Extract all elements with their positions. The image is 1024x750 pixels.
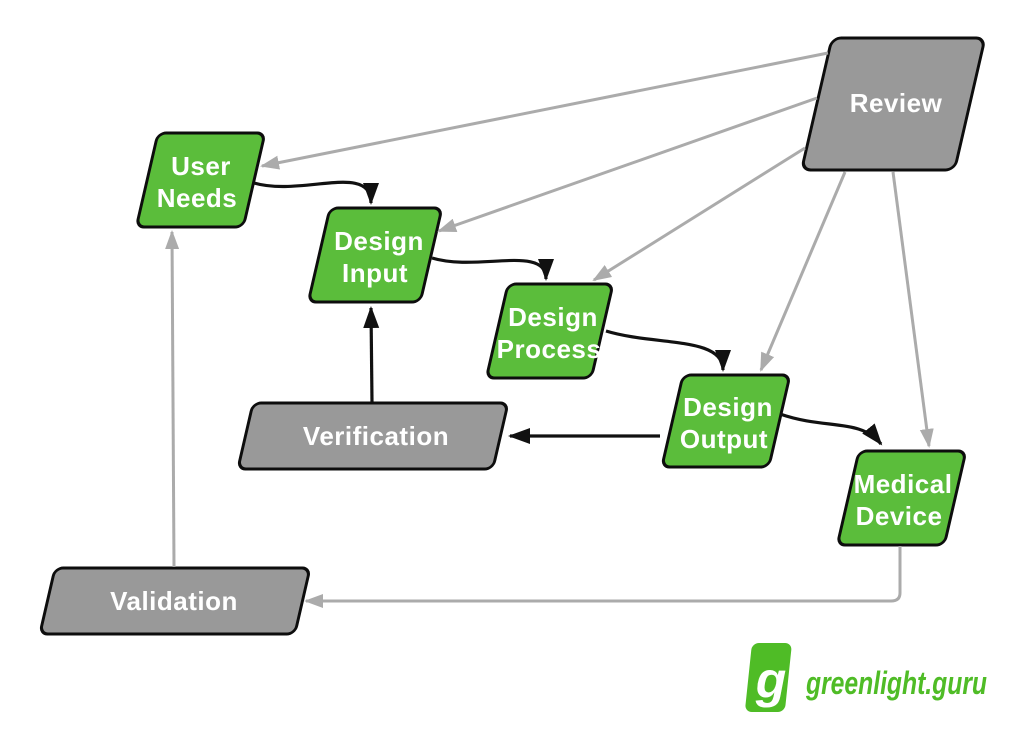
arrow-verification-to-design-input [363, 306, 380, 403]
node-design-output-shape [661, 373, 790, 469]
node-review-shape [801, 36, 985, 172]
node-design-process-shape [486, 282, 613, 380]
arrow-review-to-design-output [759, 171, 847, 372]
logo-mark-rect [745, 643, 792, 712]
arrow-review-to-design-process [592, 146, 806, 282]
verification-label: Verification [303, 421, 449, 451]
arrow-user-needs-to-design-input [253, 180, 379, 205]
node-shapes-layer [39, 36, 985, 636]
validation-label: Validation [110, 586, 238, 616]
logo-mark [745, 643, 792, 712]
node-user-needs-shape [136, 131, 265, 229]
node-validation-shape [39, 566, 310, 636]
logo-g-glyph: g [755, 652, 787, 708]
arrow-design-output-to-medical-device [779, 412, 883, 446]
logo-wordmark: greenlight.guru [805, 665, 987, 701]
greenlight-guru-logo: g greenlight.guru [745, 643, 987, 712]
arrow-review-to-user-needs [260, 51, 829, 170]
arrow-design-input-to-design-process [431, 256, 554, 281]
arrow-review-to-design-input [437, 96, 818, 233]
arrow-design-process-to-design-output [605, 329, 731, 372]
edges-layer [165, 51, 934, 608]
node-medical-device-shape [837, 449, 966, 547]
arrow-validation-to-user-needs [165, 230, 180, 568]
arrow-review-to-medical-device [891, 171, 934, 448]
arrow-medical-device-to-validation [304, 546, 902, 608]
node-verification-shape [237, 401, 508, 471]
node-design-input-shape [308, 206, 442, 304]
review-label: Review [850, 88, 943, 118]
